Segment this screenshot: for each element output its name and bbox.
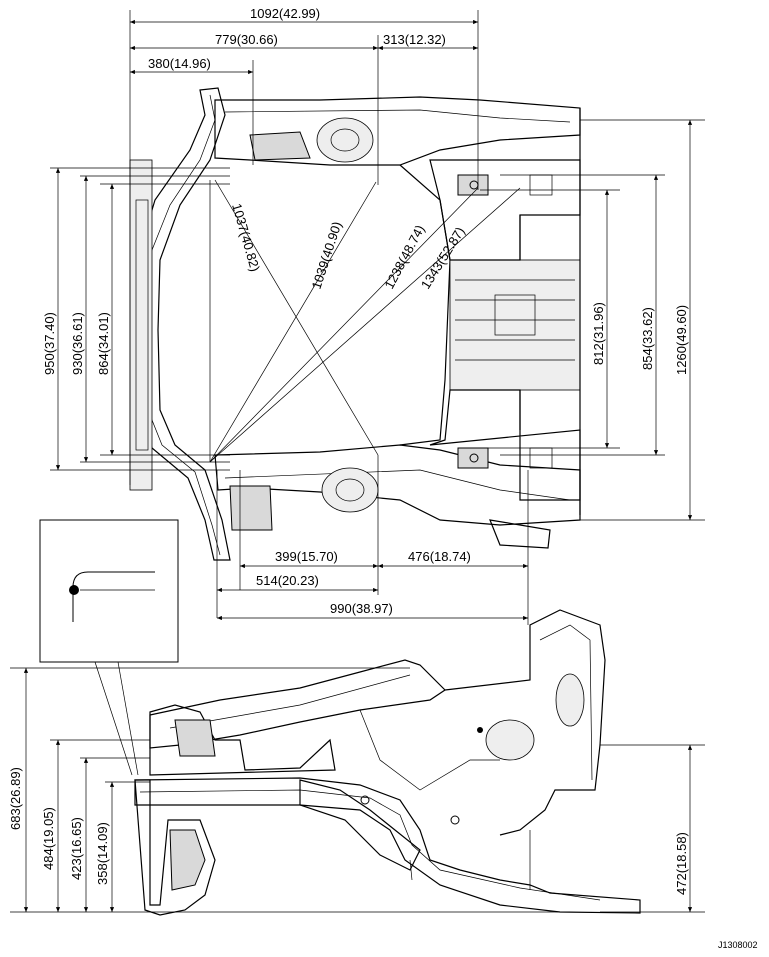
top-view-frame: [129, 87, 581, 561]
side-height-dim-1-label: 683(26.89): [8, 767, 23, 830]
bottom-dim-1-label: 399(15.70): [275, 549, 338, 564]
left-height-dim-3-label: 864(34.01): [96, 312, 111, 375]
diagonal-dim-1-label: 1037(40.82): [229, 202, 263, 274]
bottom-dim-3-label: 476(18.74): [408, 549, 471, 564]
front-width-dim-label: 779(30.66): [215, 32, 278, 47]
side-height-dim-4-label: 358(14.09): [95, 822, 110, 885]
overall-width-dim-label: 1092(42.99): [250, 6, 320, 21]
right-height-dim-2-label: 854(33.62): [640, 307, 655, 370]
bottom-dim-4-label: 990(38.97): [330, 601, 393, 616]
bottom-dim-2-label: 514(20.23): [256, 573, 319, 588]
left-height-dim-1-label: 950(37.40): [42, 312, 57, 375]
right-height-dim-3-label: 1260(49.60): [674, 305, 689, 375]
figure-code: J1308002: [718, 940, 758, 950]
side-view-dimension-lines: [10, 667, 705, 913]
top-view-dimension-lines: [50, 10, 705, 625]
side-view-labels: 683(26.89) 484(19.05) 423(16.65) 358(14.…: [8, 767, 689, 895]
side-height-dim-2-label: 484(19.05): [41, 807, 56, 870]
diagonal-dim-2-label: 1039(40.90): [309, 220, 345, 291]
left-height-dim-2-label: 930(36.61): [70, 312, 85, 375]
side-right-height-dim-label: 472(18.58): [674, 832, 689, 895]
detail-inset: [39, 519, 179, 776]
side-height-dim-3-label: 423(16.65): [69, 817, 84, 880]
right-height-dim-1-label: 812(31.96): [591, 302, 606, 365]
rear-width-dim-label: 313(12.32): [383, 32, 446, 47]
reference-point-icon: [69, 585, 79, 595]
side-view-frame: [134, 609, 641, 916]
bumper-width-dim-label: 380(14.96): [148, 56, 211, 71]
